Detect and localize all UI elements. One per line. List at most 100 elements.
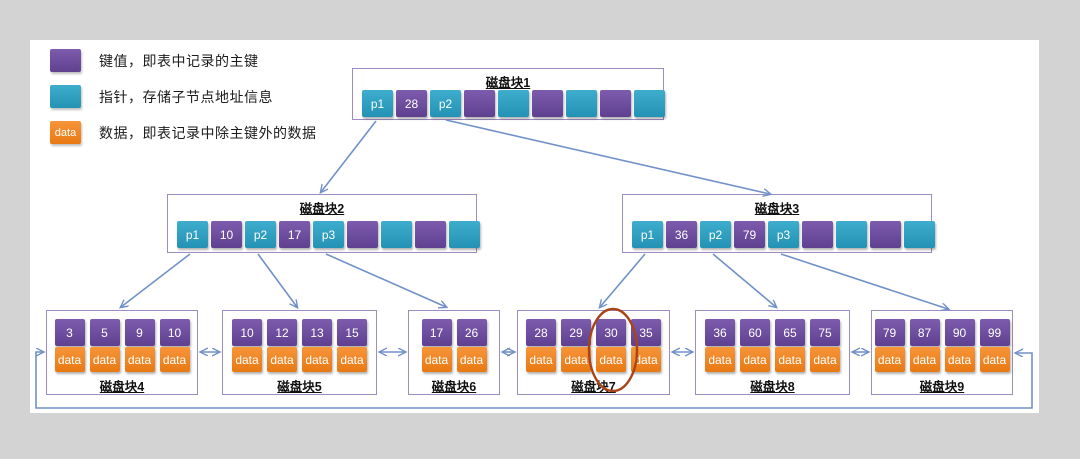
data-cell: data bbox=[596, 347, 626, 372]
key-cell: 17 bbox=[421, 319, 452, 346]
key-cell: 28 bbox=[526, 319, 556, 346]
key-cell: 90 bbox=[944, 319, 975, 346]
key-cell: 75 bbox=[810, 319, 840, 346]
key-cell bbox=[347, 221, 378, 248]
data-cell: data bbox=[705, 347, 735, 372]
key-cell: 30 bbox=[596, 319, 626, 346]
pointer-cell: p2 bbox=[245, 221, 276, 248]
data-cell: data bbox=[421, 347, 452, 372]
key-cell: 28 bbox=[396, 90, 427, 117]
data-cell: data bbox=[456, 347, 487, 372]
pointer-cell: p3 bbox=[768, 221, 799, 248]
key-cell: 3 bbox=[54, 319, 85, 346]
legend-label: 数据，即表记录中除主键外的数据 bbox=[99, 124, 317, 141]
legend-label: 键值，即表中记录的主键 bbox=[99, 52, 259, 69]
pointer-cell: p3 bbox=[313, 221, 344, 248]
key-cell: 65 bbox=[775, 319, 805, 346]
data-cell: data bbox=[302, 347, 332, 372]
pointer-cell bbox=[498, 90, 529, 117]
legend: 键值，即表中记录的主键 指针，存储子节点地址信息 data 数据，即表记录中除主… bbox=[50, 48, 317, 156]
pointer-cell: p2 bbox=[430, 90, 461, 117]
key-cell: 36 bbox=[705, 319, 735, 346]
legend-label: 指针，存储子节点地址信息 bbox=[99, 88, 273, 105]
key-cell bbox=[464, 90, 495, 117]
data-swatch: data bbox=[50, 121, 81, 144]
data-cell: data bbox=[89, 347, 120, 372]
leaf-block-title: 磁盘块4 bbox=[99, 380, 145, 394]
key-cell: 79 bbox=[734, 221, 765, 248]
key-cell: 87 bbox=[909, 319, 940, 346]
key-cell: 9 bbox=[124, 319, 155, 346]
key-cell: 36 bbox=[666, 221, 697, 248]
legend-item-pointer: 指针，存储子节点地址信息 bbox=[50, 84, 317, 109]
pointer-cell bbox=[566, 90, 597, 117]
leaf-block-title: 磁盘块7 bbox=[571, 380, 616, 394]
pointer-cell: p1 bbox=[177, 221, 208, 248]
data-cell: data bbox=[909, 347, 940, 372]
key-cell: 60 bbox=[740, 319, 770, 346]
data-cell: data bbox=[526, 347, 556, 372]
key-cell: 29 bbox=[561, 319, 591, 346]
key-cell: 79 bbox=[874, 319, 905, 346]
data-cell: data bbox=[159, 347, 190, 372]
leaf-block-title: 磁盘块9 bbox=[919, 380, 965, 394]
pointer-cell: p1 bbox=[362, 90, 393, 117]
pointer-cell bbox=[904, 221, 935, 248]
disk-block-3-title: 磁盘块3 bbox=[754, 202, 800, 216]
key-cell: 35 bbox=[631, 319, 661, 346]
key-cell: 99 bbox=[979, 319, 1010, 346]
pointer-cell bbox=[836, 221, 867, 248]
legend-item-key: 键值，即表中记录的主键 bbox=[50, 48, 317, 73]
key-cell: 12 bbox=[267, 319, 297, 346]
data-cell: data bbox=[124, 347, 155, 372]
key-cell bbox=[415, 221, 446, 248]
pointer-swatch bbox=[50, 85, 81, 108]
leaf-block-title: 磁盘块6 bbox=[431, 380, 477, 394]
data-cell: data bbox=[561, 347, 591, 372]
pointer-cell: p1 bbox=[632, 221, 663, 248]
leaf-block-title: 磁盘块5 bbox=[277, 380, 322, 394]
data-cell: data bbox=[631, 347, 661, 372]
data-cell: data bbox=[267, 347, 297, 372]
key-cell bbox=[532, 90, 563, 117]
data-cell: data bbox=[740, 347, 770, 372]
key-cell: 10 bbox=[232, 319, 262, 346]
key-cell: 13 bbox=[302, 319, 332, 346]
key-cell bbox=[802, 221, 833, 248]
data-cell: data bbox=[232, 347, 262, 372]
key-cell: 15 bbox=[337, 319, 367, 346]
pointer-cell: p2 bbox=[700, 221, 731, 248]
